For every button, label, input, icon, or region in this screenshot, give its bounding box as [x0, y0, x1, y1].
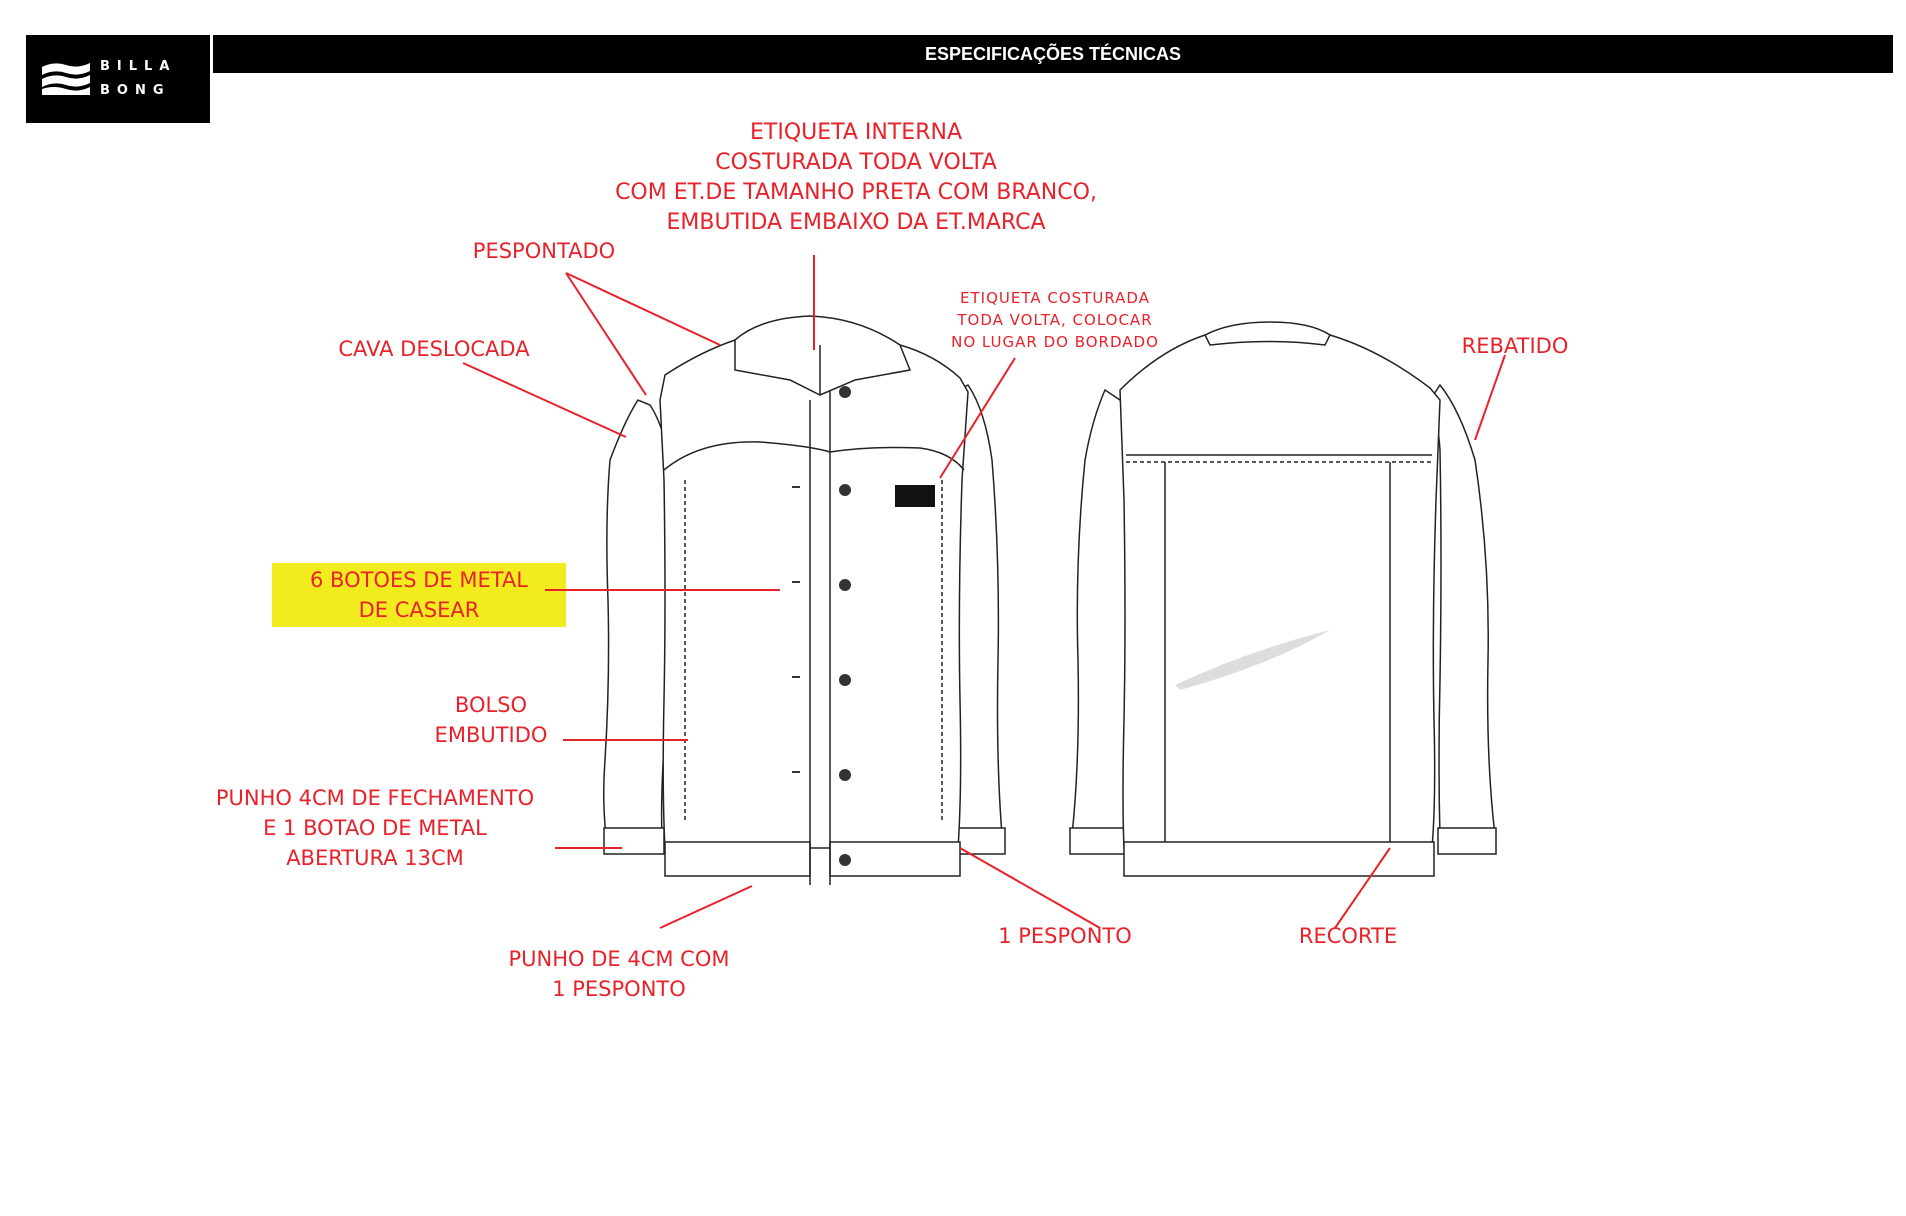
front-left-sleeve	[602, 399, 671, 839]
front-left-cuff	[603, 827, 665, 855]
front-jacket	[602, 315, 1006, 885]
brand-logo: BILLA BONG	[26, 35, 210, 123]
front-body	[659, 339, 969, 849]
highlight-box	[272, 563, 566, 627]
punho-fechamento-line-1: PUNHO 4CM DE FECHAMENTO	[215, 786, 535, 810]
etiqueta-interna-line-4: EMBUTIDA EMBAIXO DA ET.MARCA	[666, 210, 1046, 235]
label-etiqueta-costurada: ETIQUETA COSTURADA TODA VOLTA, COLOCAR N…	[951, 287, 1159, 353]
front-collar	[734, 315, 912, 396]
etiqueta-interna-line-2: COSTURADA TODA VOLTA	[715, 150, 997, 175]
leader-lines	[462, 255, 1506, 929]
label-um-pesponto: 1 PESPONTO	[998, 921, 1132, 951]
punho-fechamento-line-2: E 1 BOTAO DE METAL	[263, 816, 487, 840]
botoes-line-2: DE CASEAR	[358, 598, 480, 622]
botoes-line-1: 6 BOTOES DE METAL	[310, 568, 528, 592]
etiqueta-costurada-line-3: NO LUGAR DO BORDADO	[951, 333, 1159, 351]
header-title: ESPECIFICAÇÕES TÉCNICAS	[213, 35, 1893, 73]
back-jacket	[1069, 321, 1497, 877]
label-botoes: 6 BOTOES DE METAL DE CASEAR	[310, 565, 528, 625]
label-recorte: RECORTE	[1299, 921, 1397, 951]
label-pespontado: PESPONTADO	[473, 236, 615, 266]
bolso-line-1: BOLSO	[454, 693, 528, 717]
label-rebatido: REBATIDO	[1462, 331, 1569, 361]
back-right-sleeve	[1429, 383, 1496, 839]
bolso-line-2: EMBUTIDO	[434, 723, 548, 747]
etiqueta-costurada-line-2: TODA VOLTA, COLOCAR	[957, 311, 1153, 329]
rebatido-line-1: REBATIDO	[1461, 334, 1569, 358]
recorte-line-1: RECORTE	[1298, 924, 1398, 948]
back-collar	[1203, 321, 1331, 346]
cava-deslocada-line-1: CAVA DESLOCADA	[338, 337, 530, 361]
front-brand-patch-icon	[895, 485, 935, 507]
back-body	[1119, 334, 1441, 849]
brand-line-2: BONG	[100, 83, 171, 98]
label-punho-pesponto: PUNHO DE 4CM COM 1 PESPONTO	[509, 944, 730, 1004]
etiqueta-costurada-line-1: ETIQUETA COSTURADA	[960, 289, 1150, 307]
brand-wave-icon	[42, 63, 90, 95]
punho-fechamento-line-3: ABERTURA 13CM	[286, 846, 464, 870]
etiqueta-interna-line-1: ETIQUETA INTERNA	[750, 120, 962, 145]
front-buttonholes	[792, 486, 800, 773]
brand-line-1: BILLA	[100, 59, 177, 74]
back-left-cuff	[1069, 827, 1129, 855]
label-etiqueta-interna: ETIQUETA INTERNA COSTURADA TODA VOLTA CO…	[615, 118, 1097, 238]
label-punho-fechamento: PUNHO 4CM DE FECHAMENTO E 1 BOTAO DE MET…	[216, 783, 534, 873]
um-pesponto-line-1: 1 PESPONTO	[998, 924, 1132, 948]
back-right-cuff	[1437, 827, 1497, 855]
etiqueta-interna-line-3: COM ET.DE TAMANHO PRETA COM BRANCO,	[615, 180, 1097, 205]
punho-pesponto-line-2: 1 PESPONTO	[552, 977, 686, 1001]
punho-pesponto-line-1: PUNHO DE 4CM COM	[508, 947, 730, 971]
label-bolso: BOLSO EMBUTIDO	[435, 690, 548, 750]
front-hem-band	[664, 841, 811, 877]
label-cava-deslocada: CAVA DESLOCADA	[338, 334, 529, 364]
pespontado-line-1: PESPONTADO	[472, 239, 616, 263]
front-buttons	[839, 386, 851, 866]
front-hem-band-right	[829, 841, 961, 877]
back-hem-band	[1123, 841, 1435, 877]
